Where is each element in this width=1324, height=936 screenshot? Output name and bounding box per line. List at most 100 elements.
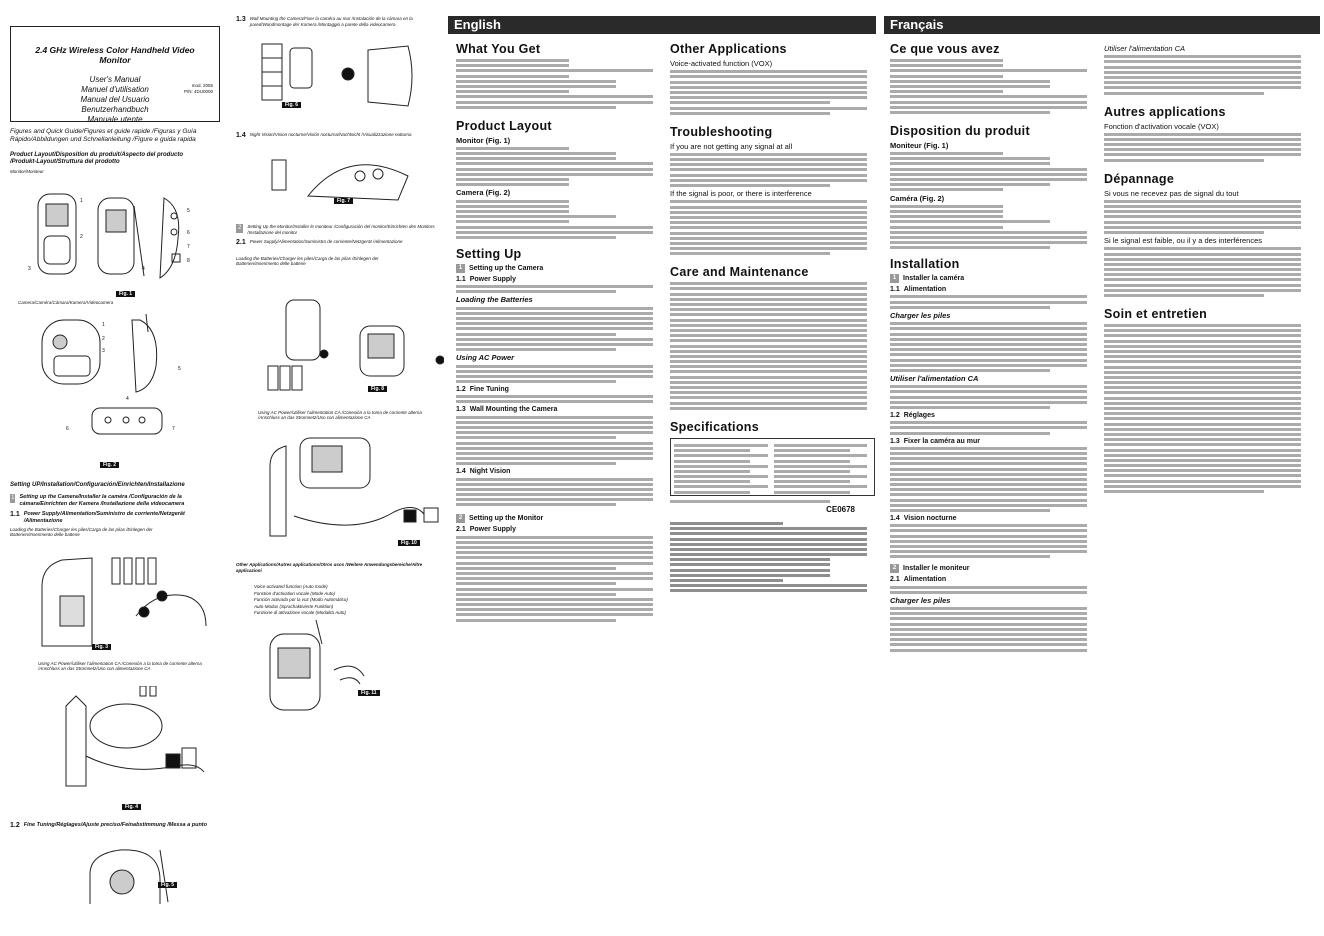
fr-step-1-4: 1.4 bbox=[890, 515, 900, 522]
specifications-heading: Specifications bbox=[670, 419, 759, 434]
en-loading-batteries: Loading the Batteries bbox=[456, 295, 533, 305]
setup-camera-caption: Setting up the Camera/Installer la camér… bbox=[19, 494, 185, 507]
fig8-tag: Fig. 8 bbox=[368, 386, 388, 392]
en-using-ac: Using AC Power bbox=[456, 353, 515, 363]
fig7-tag: Fig. 7 bbox=[334, 198, 354, 204]
what-you-get-heading: What You Get bbox=[456, 42, 541, 56]
fine-tuning-caption: Fine Tuning/Réglages/Ajuste preciso/Fein… bbox=[23, 822, 207, 828]
product-layout-caption: Product Layout/Disposition du produit/As… bbox=[10, 152, 183, 165]
fine-tuning-illustration bbox=[89, 849, 169, 904]
fig3-tag: Fig. 3 bbox=[92, 644, 112, 650]
en-step-1-1: 1.1 bbox=[456, 275, 466, 283]
manual-de: Benutzerhandbuch bbox=[81, 105, 149, 114]
step-2-box: 2 bbox=[236, 224, 244, 233]
setup-monitor-caption: Setting Up the Monitor/Installer le moni… bbox=[247, 224, 435, 235]
fine-tuning-block: 1.2 Fine Tuning/Réglages/Ajuste preciso/… bbox=[10, 822, 210, 829]
svg-text:4: 4 bbox=[126, 396, 129, 402]
figures-caption: Figures and Quick Guide/Figures et guide… bbox=[10, 128, 197, 143]
vox-illustration bbox=[269, 619, 365, 711]
svg-text:5: 5 bbox=[187, 208, 190, 214]
cover-box: 2.4 GHz Wireless Color Handheld Video Mo… bbox=[10, 26, 220, 125]
left-panel: 2.4 GHz Wireless Color Handheld Video Mo… bbox=[0, 0, 228, 936]
cover-title: 2.4 GHz Wireless Color Handheld Video Mo… bbox=[35, 45, 195, 65]
monitor-power-caption: Power Supply/Alimentation/Suministro de … bbox=[249, 239, 403, 244]
svg-text:5: 5 bbox=[178, 366, 181, 372]
english-panel: English What You Get Product Layout Moni… bbox=[448, 0, 876, 936]
camera-illustration: 12 35 46 7 bbox=[41, 313, 181, 435]
french-column-2: Utiliser l'alimentation CA Autres applic… bbox=[1104, 42, 1309, 495]
fig11-tag: Fig. 11 bbox=[358, 690, 380, 696]
fr-alimentation: Alimentation bbox=[903, 286, 947, 294]
installation-heading: Installation bbox=[890, 257, 960, 272]
fig2-tag: Fig. 2 bbox=[100, 462, 120, 468]
depannage-heading: Dépannage bbox=[1104, 171, 1175, 186]
fr-installer-moniteur: Installer le moniteur bbox=[903, 565, 970, 573]
en-fine-tuning: Fine Tuning bbox=[469, 386, 509, 394]
svg-text:1: 1 bbox=[102, 322, 105, 328]
vox-heading: Voice-activated function (VOX) bbox=[670, 59, 773, 68]
monitor-batteries-caption: Loading the Batteries/Charger les piles/… bbox=[236, 256, 379, 266]
svg-text:7: 7 bbox=[172, 426, 175, 432]
step-1-3: 1.3 bbox=[236, 16, 246, 23]
svg-text:1: 1 bbox=[80, 198, 83, 204]
step-1-2: 1.2 bbox=[10, 822, 20, 829]
other-apps-heading: Other Applications bbox=[670, 42, 787, 56]
svg-text:6: 6 bbox=[187, 230, 190, 236]
cover-manuals: User's Manual Manuel d'utilisation Manua… bbox=[19, 75, 211, 125]
power-supply-caption: Power Supply/Alimentation/Suministro de … bbox=[23, 511, 185, 524]
fig6-tag: Fig. 6 bbox=[282, 102, 302, 108]
fr-step-1-1: 1.1 bbox=[890, 286, 900, 294]
vox-item-es: Función activada por la voz (Modo Automá… bbox=[254, 597, 348, 602]
battery-illustration bbox=[41, 557, 207, 647]
fr-interference-heading: Si le signal est faible, ou il y a des i… bbox=[1104, 236, 1263, 246]
en-step-1-3: 1.3 bbox=[456, 406, 466, 414]
english-banner: English bbox=[448, 16, 876, 34]
svg-text:4: 4 bbox=[142, 266, 145, 272]
disposition-heading: Disposition du produit bbox=[890, 123, 1030, 138]
step-1-box: 1 bbox=[10, 494, 16, 503]
step-1-4: 1.4 bbox=[236, 132, 246, 139]
wall-mount-caption: Wall Mounting the Camera/Fixer la caméra… bbox=[249, 16, 413, 27]
no-signal-heading: If you are not getting any signal at all bbox=[670, 141, 793, 151]
en-step-1-4: 1.4 bbox=[456, 468, 466, 476]
monitor-ac-illustration bbox=[269, 437, 439, 537]
setting-up-heading: Setting Up bbox=[456, 246, 522, 261]
svg-text:2: 2 bbox=[80, 234, 83, 240]
fr-reglages: Réglages bbox=[903, 412, 935, 419]
manual-it: Manuale utente bbox=[87, 115, 143, 124]
monitor-fig-heading: Monitor (Fig. 1) bbox=[456, 135, 511, 145]
model-code: mod. 2055 P/N: 4DU0000 bbox=[184, 83, 213, 95]
manual-en: User's Manual bbox=[89, 75, 141, 84]
fr-step-1-box: 1 bbox=[890, 274, 899, 284]
en-wall-mount: Wall Mounting the Camera bbox=[469, 406, 558, 414]
fig5-tag: Fig. 5 bbox=[158, 882, 178, 888]
fr-alimentation2: Alimentation bbox=[903, 576, 947, 584]
autres-heading: Autres applications bbox=[1104, 104, 1226, 119]
fr-step-2-box: 2 bbox=[890, 564, 899, 574]
soin-heading: Soin et entretien bbox=[1104, 307, 1208, 321]
fr-vox-heading: Fonction d'activation vocale (VOX) bbox=[1104, 121, 1219, 131]
setting-up-caption: Setting UP/Installation/Configuración/Ei… bbox=[10, 482, 185, 488]
fr-no-signal-heading: Si vous ne recevez pas de signal du tout bbox=[1104, 188, 1239, 198]
french-banner: Français bbox=[884, 16, 1320, 34]
moniteur-fig-heading: Moniteur (Fig. 1) bbox=[890, 140, 949, 150]
vox-list: Voice-activated function (Auto mode) Fon… bbox=[254, 584, 444, 617]
vox-item-de: Auto-Modus (Sprachaktivierte Funktion) bbox=[254, 603, 334, 609]
en-setup-camera: Setting up the Camera bbox=[469, 264, 544, 272]
step-1-1: 1.1 bbox=[10, 511, 20, 518]
svg-text:3: 3 bbox=[28, 266, 31, 272]
other-apps-caption: Other Applications/Autres applications/O… bbox=[236, 562, 423, 573]
fr-fixer: Fixer la caméra au mur bbox=[903, 437, 980, 445]
english-column-2: Other Applications Voice-activated funct… bbox=[670, 42, 875, 595]
loading-batteries-caption: Loading the Batteries/Charger les piles/… bbox=[10, 527, 153, 537]
fig4-tag: Fig. 4 bbox=[122, 804, 142, 810]
en-step-2-1: 2.1 bbox=[456, 526, 466, 534]
english-column-1: What You Get Product Layout Monitor (Fig… bbox=[456, 42, 661, 624]
part-number: P/N: 4DU0000 bbox=[183, 89, 213, 94]
using-ac-caption: Using AC Power/Utiliser l'alimentation C… bbox=[38, 661, 202, 671]
fig10-tag: Fig. 10 bbox=[398, 540, 420, 546]
wall-mount-block: 1.3 Wall Mounting the Camera/Fixer la ca… bbox=[236, 16, 436, 27]
ac-adapter-illustration bbox=[65, 686, 205, 787]
